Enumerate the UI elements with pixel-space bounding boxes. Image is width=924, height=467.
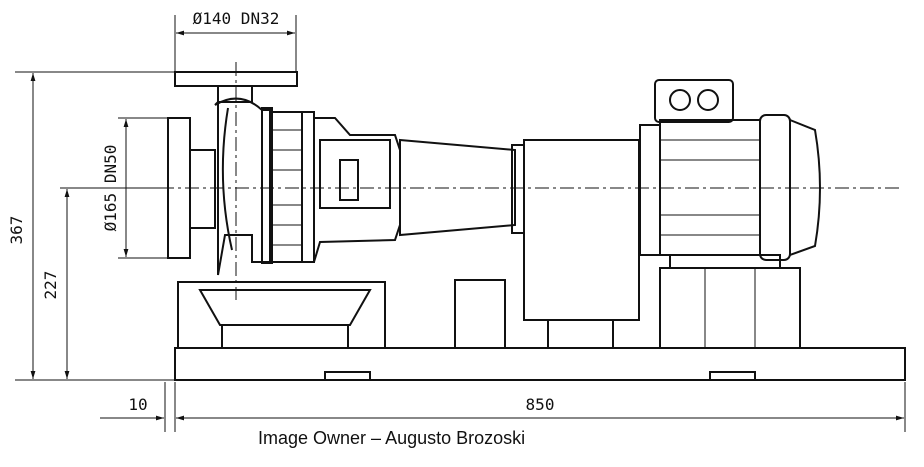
discharge-flange-label: Ø140 DN32 bbox=[193, 9, 280, 28]
shaft-height-label: 227 bbox=[41, 271, 60, 300]
electric-motor bbox=[639, 79, 821, 269]
discharge-dimension: Ø140 DN32 bbox=[174, 9, 297, 72]
base-plate bbox=[174, 347, 906, 381]
bearing-bracket bbox=[313, 117, 525, 263]
suction-flange-label: Ø165 DN50 bbox=[101, 145, 120, 232]
coupling-guard bbox=[523, 139, 640, 349]
pump-casing bbox=[167, 71, 315, 276]
image-caption: Image Owner – Augusto Brozoski bbox=[258, 428, 526, 448]
supports bbox=[177, 267, 801, 349]
overall-height-label: 367 bbox=[7, 216, 26, 245]
offset-label: 10 bbox=[128, 395, 147, 414]
height-dimensions: 367 227 Ø165 DN50 bbox=[7, 71, 175, 381]
base-length-label: 850 bbox=[526, 395, 555, 414]
length-dimensions: 10 850 bbox=[100, 382, 906, 432]
